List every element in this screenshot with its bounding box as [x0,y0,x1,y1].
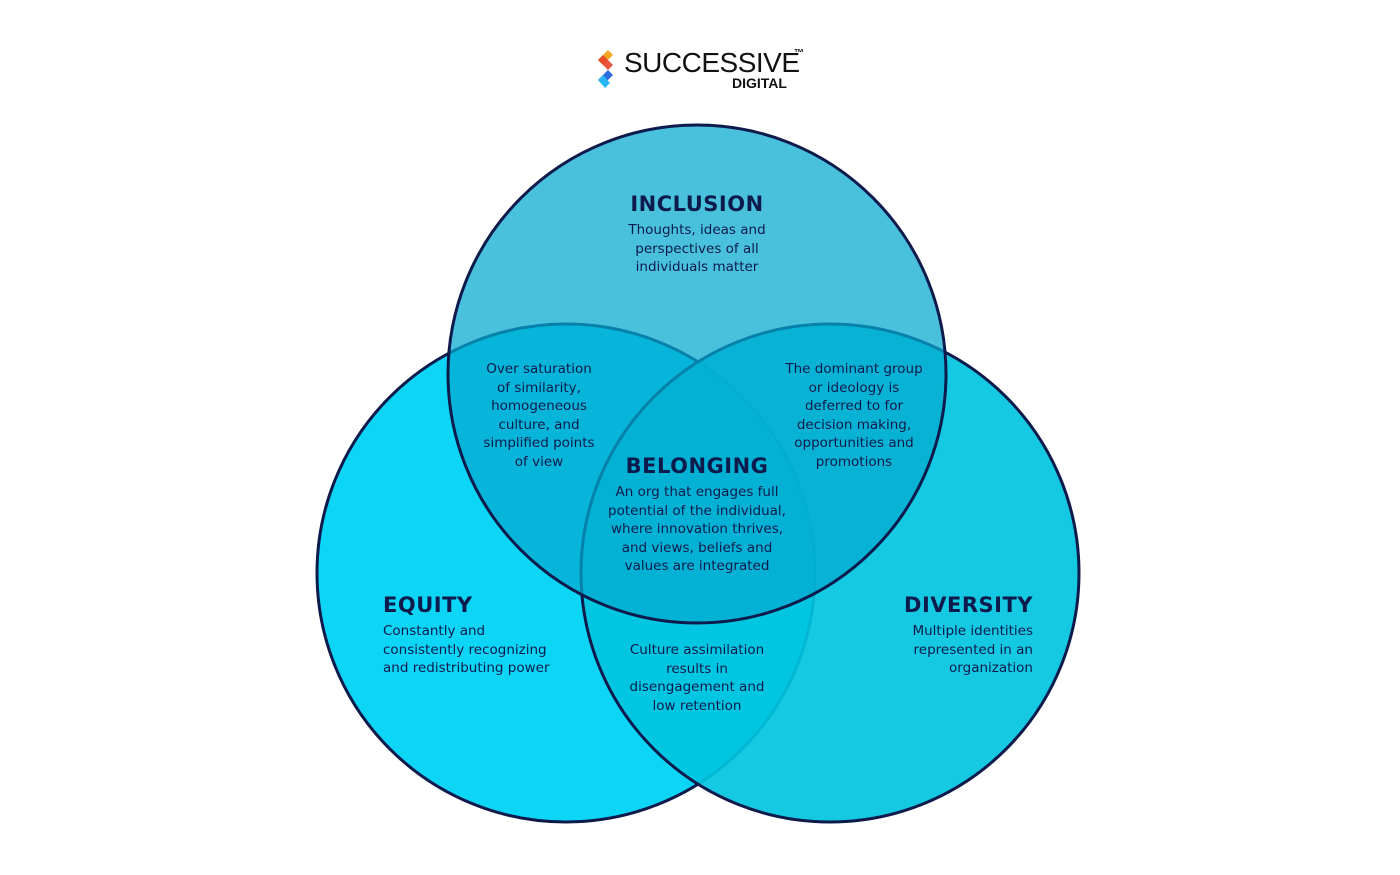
diversity-desc-line: organization [949,660,1033,677]
intersection-desc-line: simplified points [483,435,595,452]
intersection-desc-line: disengagement and [629,679,765,696]
logo-trademark: ™ [794,48,804,59]
intersection-desc-line: or ideology is [808,379,900,396]
intersection-desc-line: of similarity, [497,379,581,396]
intersection-desc-line: deferred to for [804,398,904,415]
belonging-desc-line: where innovation thrives, [610,521,784,538]
intersection-desc-line: opportunities and [794,435,914,452]
intersection-desc-line: The dominant group [785,361,923,377]
inclusion-diversity-label: The dominant group or ideology is deferr… [769,360,939,472]
inclusion-desc-line: individuals matter [635,259,759,276]
inclusion-title: INCLUSION [630,192,764,216]
logo-subtitle: DIGITAL [732,75,787,91]
intersection-desc-line: of view [514,453,564,470]
brand-logo: SUCCESSIVE ™ DIGITAL [594,46,814,94]
equity-diversity-label: Culture assimilation results in disengag… [612,641,782,715]
diversity-desc-line: represented in an [913,641,1033,658]
belonging-desc-line: potential of the individual, [608,502,786,519]
circle-inclusion [446,123,948,625]
intersection-desc-line: decision making, [796,416,912,433]
intersection-desc-line: Over saturation [486,361,592,377]
inclusion-equity-label: Over saturation of similarity, homogeneo… [464,360,614,472]
diversity-title: DIVERSITY [904,593,1033,617]
belonging-desc-line: and views, beliefs and [621,539,773,556]
intersection-desc-line: homogeneous [491,398,587,415]
inclusion-desc-line: perspectives of all [635,240,759,257]
logo-chevron-icon [598,50,613,88]
inclusion-desc-line: Thoughts, ideas and [628,222,766,238]
inclusion-label: INCLUSION Thoughts, ideas and perspectiv… [597,191,797,277]
equity-label: EQUITY Constantly and consistently recog… [383,592,583,678]
belonging-desc-line: values are integrated [624,558,770,575]
diversity-label: DIVERSITY Multiple identities represente… [833,592,1033,678]
intersection-desc-line: Culture assimilation [629,642,765,658]
intersection-desc-line: low retention [652,697,742,714]
belonging-label: BELONGING An org that engages full poten… [587,453,807,576]
belonging-desc-line: An org that engages full [615,484,779,500]
equity-title: EQUITY [383,593,473,617]
logo-wordmark: SUCCESSIVE [624,47,800,78]
intersection-desc-line: culture, and [498,416,580,433]
equity-desc-line: Constantly and [383,623,486,639]
intersection-desc-line: results in [666,660,728,677]
equity-desc-line: consistently recognizing [383,641,547,658]
belonging-title: BELONGING [625,454,769,478]
equity-desc-line: and redistributing power [383,660,550,677]
intersection-desc-line: promotions [815,453,893,470]
diversity-desc-line: Multiple identities [912,623,1033,639]
